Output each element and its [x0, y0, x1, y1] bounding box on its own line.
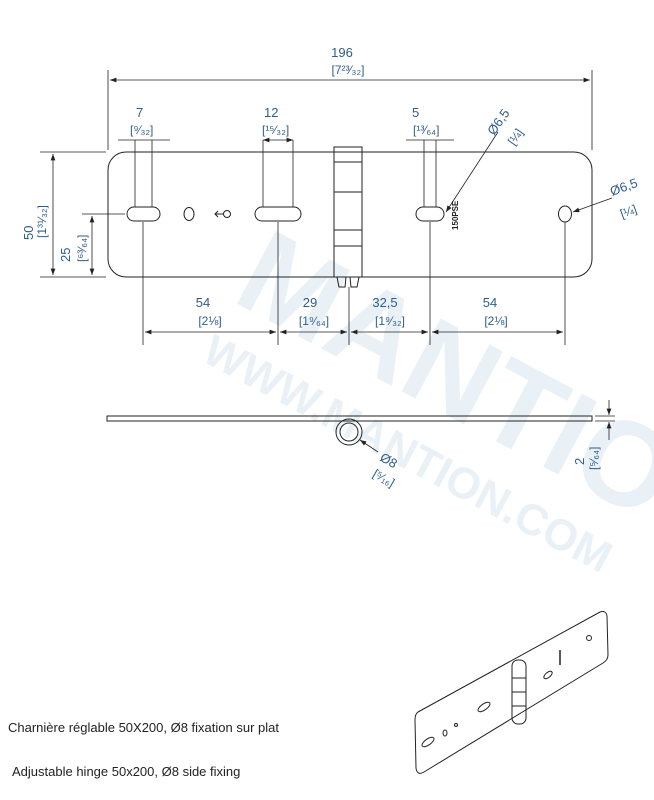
slot1-width-inch: [⁹⁄₃₂] — [130, 123, 153, 137]
end-hole — [558, 205, 572, 223]
overall-length-mm: 196 — [331, 45, 353, 60]
caption-french: Charnière réglable 50X200, Ø8 fixation s… — [8, 720, 279, 735]
hinge-knuckle — [333, 146, 363, 288]
slot-2 — [254, 206, 302, 222]
side-plate — [106, 415, 593, 422]
isometric-view — [414, 611, 609, 774]
pin-inner — [339, 422, 359, 442]
key-symbol-icon — [214, 210, 231, 218]
spacing-3-inch: [1⁹⁄₃₂] — [375, 314, 405, 328]
pin-outer — [335, 418, 363, 446]
top-view: 150PSE 196 [7²³⁄₃₂] 7 [⁹⁄₃₂] 12 [¹⁵⁄₃₂] … — [21, 45, 640, 345]
engraving-text: 150PSE — [451, 200, 460, 230]
half-height-inch: [⁶³⁄₆₄] — [75, 235, 89, 262]
height-inch: [1³¹⁄₃₂] — [35, 205, 49, 238]
slot3-width-mm: 5 — [412, 105, 419, 120]
thickness-mm: 2 — [572, 458, 587, 465]
slot2-width-mm: 12 — [264, 105, 278, 120]
slot2-width-inch: [¹⁵⁄₃₂] — [262, 123, 289, 137]
spacing-4-inch: [2⅛] — [484, 314, 507, 328]
hole-dia-b-mm: Ø6,5 — [608, 175, 640, 199]
hole-dia-a-mm: Ø6,5 — [484, 106, 512, 138]
slot1-width-mm: 7 — [136, 105, 143, 120]
small-hole — [183, 207, 195, 221]
slot-1 — [126, 206, 161, 222]
caption-english: Adjustable hinge 50x200, Ø8 side fixing — [12, 764, 241, 779]
thickness-inch: [⁵⁄₆₄] — [587, 447, 601, 470]
spacing-4-mm: 54 — [483, 295, 497, 310]
spacing-3-mm: 32,5 — [372, 295, 397, 310]
spacing-1-mm: 54 — [196, 295, 210, 310]
spacing-2-mm: 29 — [303, 295, 317, 310]
hole-dia-a-inch: [¼] — [505, 126, 526, 148]
hole-dia-b-inch: [¼] — [618, 202, 638, 221]
overall-length-inch: [7²³⁄₃₂] — [332, 63, 365, 77]
spacing-2-inch: [1⁹⁄₆₄] — [299, 314, 329, 328]
slot3-width-inch: [¹³⁄₆₄] — [413, 123, 439, 137]
height-mm: 50 — [21, 226, 36, 240]
watermark: MANTION WWW.MANTION.COM — [195, 205, 654, 586]
half-height-mm: 25 — [58, 248, 73, 262]
spacing-1-inch: [2⅛] — [198, 314, 221, 328]
slot-3 — [415, 206, 445, 222]
